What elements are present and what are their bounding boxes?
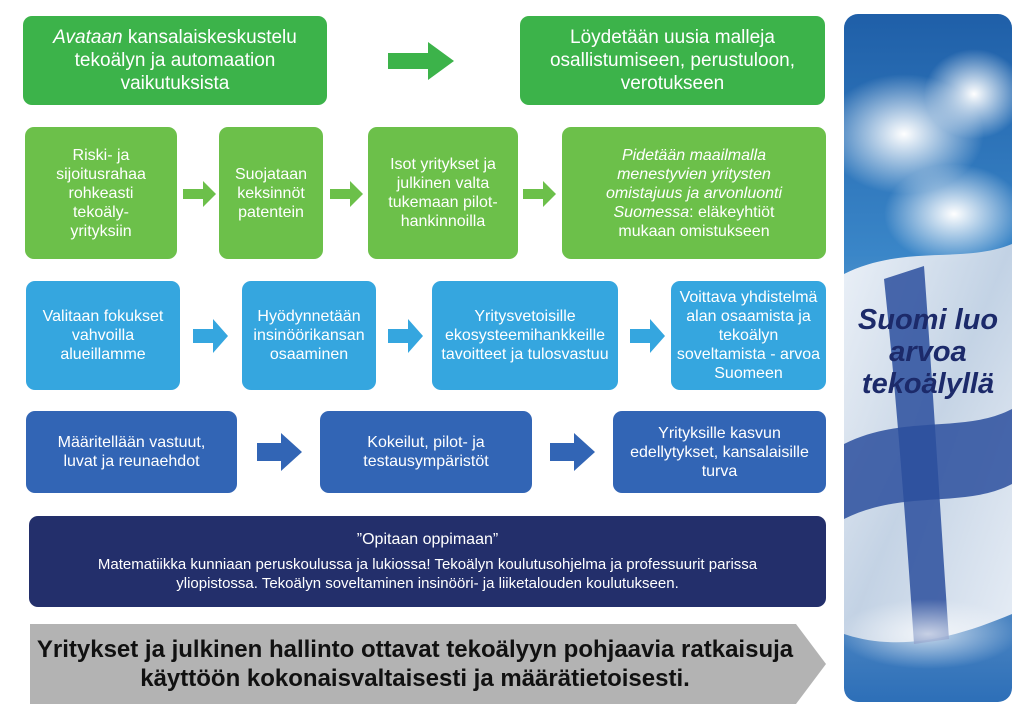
row3-arrow-2	[550, 433, 596, 471]
row2-box-3: Yritysvetoisille ekosysteemihankkeille t…	[432, 281, 618, 390]
top-left-box: Avataan kansalaiskeskustelu tekoälyn ja …	[23, 16, 327, 105]
row3-box-2: Kokeilut, pilot- ja testausympäristöt	[320, 411, 532, 493]
row3-text-2: Kokeilut, pilot- ja testausympäristöt	[350, 433, 502, 471]
conclusion-banner: Yritykset ja julkinen hallinto ottavat t…	[30, 624, 826, 704]
row2-arrow-2	[388, 319, 424, 353]
row3-arrow-1	[257, 433, 303, 471]
side-title: Suomi luo arvoa tekoälyllä	[844, 304, 1012, 400]
top-arrow	[388, 42, 456, 80]
row2-text-3: Yritysvetoisille ekosysteemihankkeille t…	[440, 307, 610, 364]
row2-box-4: Voittava yhdistelmä alan osaamista ja te…	[671, 281, 826, 390]
row1-arrow-2	[330, 181, 364, 207]
row1-box-1: Riski- ja sijoitusrahaa rohkeasti tekoäl…	[25, 127, 177, 259]
learning-title: ”Opitaan oppimaan”	[357, 530, 498, 549]
row3-box-1: Määritellään vastuut, luvat ja reunaehdo…	[26, 411, 237, 493]
row2-text-1: Valitaan fokukset vahvoilla alueillamme	[36, 307, 170, 364]
row3-text-3: Yrityksille kasvun edellytykset, kansala…	[619, 424, 820, 481]
row2-box-1: Valitaan fokukset vahvoilla alueillamme	[26, 281, 180, 390]
row2-arrow-1	[193, 319, 229, 353]
top-right-box: Löydetään uusia malleja osallistumiseen,…	[520, 16, 825, 105]
learning-body: Matematiikka kunniaan peruskoulussa ja l…	[69, 555, 786, 593]
row2-arrow-3	[630, 319, 666, 353]
row3-box-3: Yrityksille kasvun edellytykset, kansala…	[613, 411, 826, 493]
row2-box-2: Hyödynnetään insinöörikansan osaaminen	[242, 281, 376, 390]
banner-text: Yritykset ja julkinen hallinto ottavat t…	[30, 624, 800, 704]
row3-text-1: Määritellään vastuut, luvat ja reunaehdo…	[50, 433, 213, 471]
top-right-text: Löydetään uusia malleja osallistumiseen,…	[528, 26, 817, 95]
learning-box: ”Opitaan oppimaan” Matematiikka kunniaan…	[29, 516, 826, 607]
row2-text-4: Voittava yhdistelmä alan osaamista ja te…	[675, 288, 822, 383]
row1-box-4: Pidetään maailmalla menestyvien yrityste…	[562, 127, 826, 259]
row1-text-3: Isot yritykset ja julkinen valta tukemaa…	[382, 155, 504, 231]
row1-arrow-3	[523, 181, 557, 207]
row1-text-1: Riski- ja sijoitusrahaa rohkeasti tekoäl…	[47, 146, 155, 241]
row1-arrow-1	[183, 181, 217, 207]
row1-box-2: Suojataan keksinnöt patentein	[219, 127, 323, 259]
row1-box-3: Isot yritykset ja julkinen valta tukemaa…	[368, 127, 518, 259]
top-left-italic: Avataan	[53, 27, 122, 48]
row2-text-2: Hyödynnetään insinöörikansan osaaminen	[250, 307, 368, 364]
row1-text-2: Suojataan keksinnöt patentein	[229, 165, 313, 222]
side-panel: Suomi luo arvoa tekoälyllä	[844, 14, 1012, 702]
